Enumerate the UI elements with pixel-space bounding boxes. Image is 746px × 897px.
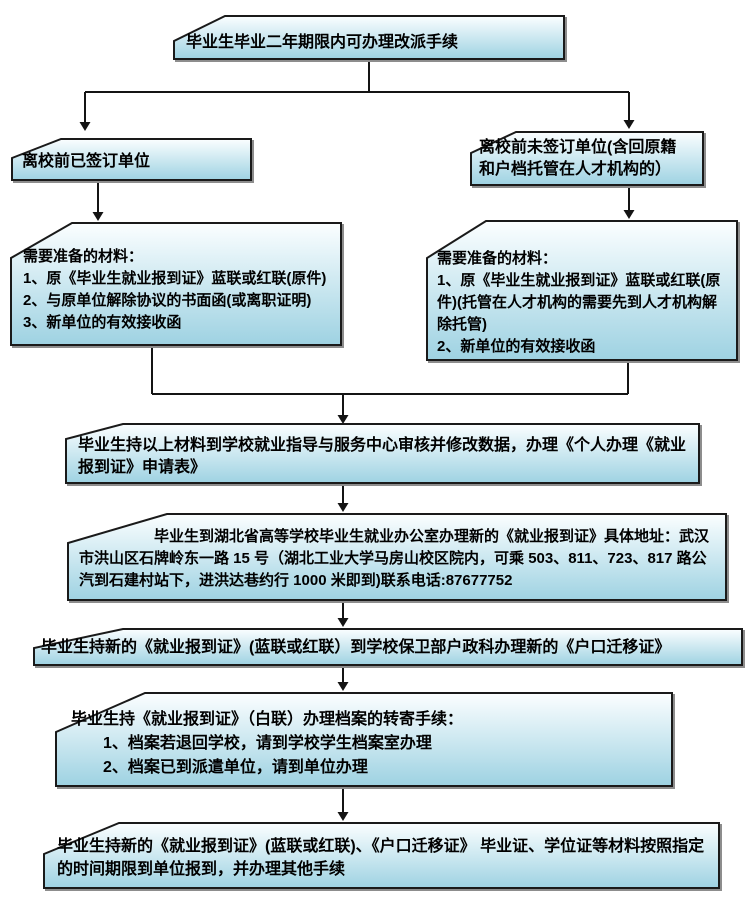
box-shape xyxy=(33,628,743,666)
node-report: 毕业生持新的《就业报到证》(蓝联或红联)、《户口迁移证》 毕业证、学位证等材料按… xyxy=(43,822,720,889)
archives-item: 1、档案若退回学校，请到学校学生档案室办理 xyxy=(103,735,432,752)
box-shape xyxy=(67,513,727,601)
node-review-text: 毕业生持以上材料到学校就业指导与服务中心审核并修改数据，办理《个人办理《就业报到… xyxy=(78,437,687,476)
node-report-text: 毕业生持新的《就业报到证》(蓝联或红联)、《户口迁移证》 毕业证、学位证等材料按… xyxy=(57,838,705,878)
node-hukou-text: 毕业生持新的《就业报到证》(蓝联或红联）到学校保卫部户政科办理新的《户口迁移证》 xyxy=(41,639,671,656)
box-shape xyxy=(55,692,673,787)
node-right-branch-text: 离校前未签订单位(含回原籍和户档托管在人才机构的） xyxy=(479,139,677,178)
node-right-materials: 需要准备的材料： 1、原《毕业生就业报到证》蓝联或红联(原件)(托管在人才机构的… xyxy=(426,220,738,361)
materials-item: 2、新单位的有效接收函 xyxy=(437,338,596,355)
box-shape xyxy=(43,822,720,889)
node-archives-text: 毕业生持《就业报到证》（白联）办理档案的转寄手续： 1、档案若退回学校，请到学校… xyxy=(55,692,673,784)
arrowheads xyxy=(79,120,635,821)
node-left-branch-text: 离校前已签订单位 xyxy=(22,153,151,170)
node-start: 毕业生毕业二年期限内可办理改派手续 xyxy=(173,15,565,60)
node-left-materials-text: 需要准备的材料： 1、原《毕业生就业报到证》蓝联或红联(原件) 2、与原单位解除… xyxy=(10,222,342,338)
node-left-branch: 离校前已签订单位 xyxy=(11,138,252,181)
box-shape xyxy=(11,138,252,181)
box-shape xyxy=(10,222,342,346)
box-shape xyxy=(173,15,565,60)
node-archives: 毕业生持《就业报到证》（白联）办理档案的转寄手续： 1、档案若退回学校，请到学校… xyxy=(55,692,673,787)
node-right-materials-text: 需要准备的材料： 1、原《毕业生就业报到证》蓝联或红联(原件)(托管在人才机构的… xyxy=(426,220,738,362)
materials-item: 1、原《毕业生就业报到证》蓝联或红联(原件)(托管在人才机构的需要先到人才机构解… xyxy=(437,272,721,333)
node-province-office-text: 毕业生到湖北省高等学校毕业生就业办公室办理新的《就业报到证》具体地址：武汉市洪山… xyxy=(79,528,710,589)
node-province-office: 毕业生到湖北省高等学校毕业生就业办公室办理新的《就业报到证》具体地址：武汉市洪山… xyxy=(67,513,727,601)
materials-item: 2、与原单位解除协议的书面函(或离职证明) xyxy=(23,292,312,309)
materials-title: 需要准备的材料： xyxy=(23,248,144,265)
materials-item: 3、新单位的有效接收函 xyxy=(23,314,182,331)
node-left-materials: 需要准备的材料： 1、原《毕业生就业报到证》蓝联或红联(原件) 2、与原单位解除… xyxy=(10,222,342,346)
archives-title: 毕业生持《就业报到证》（白联）办理档案的转寄手续： xyxy=(71,711,464,728)
box-shape xyxy=(65,423,700,484)
node-start-text: 毕业生毕业二年期限内可办理改派手续 xyxy=(186,34,459,51)
box-shape xyxy=(470,131,704,186)
node-review: 毕业生持以上材料到学校就业指导与服务中心审核并修改数据，办理《个人办理《就业报到… xyxy=(65,423,700,484)
materials-item: 1、原《毕业生就业报到证》蓝联或红联(原件) xyxy=(23,270,327,287)
node-right-branch: 离校前未签订单位(含回原籍和户档托管在人才机构的） xyxy=(470,131,704,186)
node-hukou: 毕业生持新的《就业报到证》(蓝联或红联）到学校保卫部户政科办理新的《户口迁移证》 xyxy=(33,628,743,666)
archives-item: 2、档案已到派遣单位，请到单位办理 xyxy=(103,759,368,776)
materials-title: 需要准备的材料： xyxy=(437,250,558,267)
box-shape xyxy=(426,220,738,361)
